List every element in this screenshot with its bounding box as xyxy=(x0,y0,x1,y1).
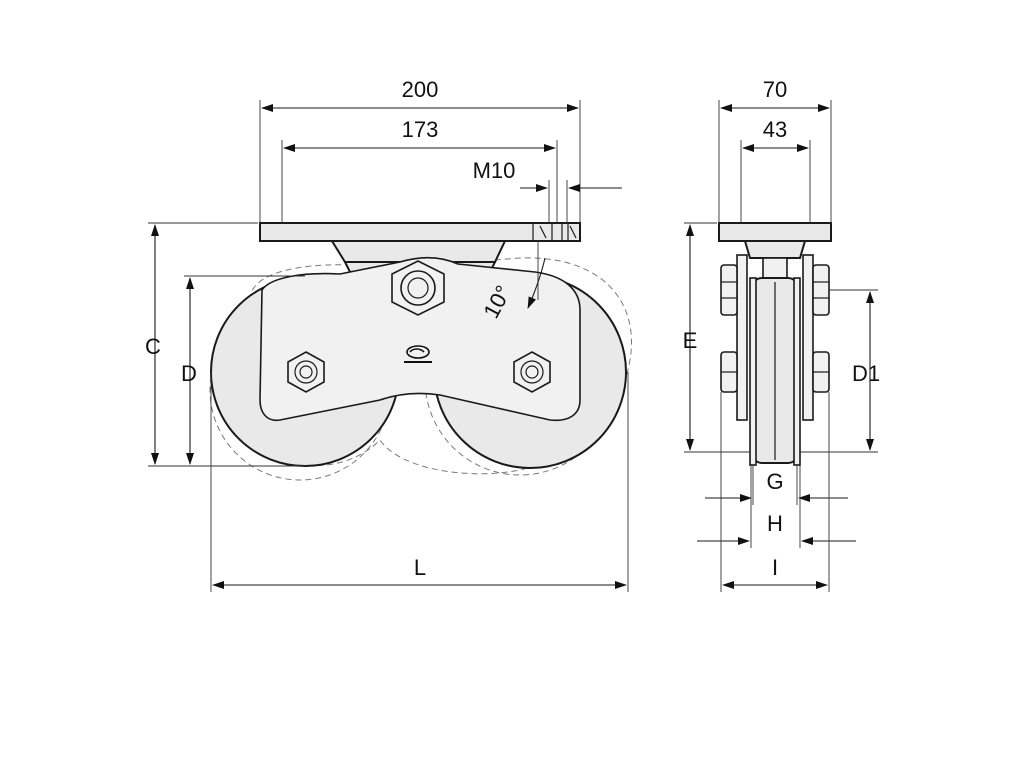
dim-label-173: 173 xyxy=(402,117,439,142)
bracket-plate xyxy=(259,256,581,422)
dim-height-c: C xyxy=(145,222,305,467)
dim-label-d1: D1 xyxy=(852,361,880,386)
side-wheel-flange-left xyxy=(749,277,757,466)
side-upper-nut-left xyxy=(720,264,738,316)
dim-height-e: E xyxy=(683,222,750,453)
side-view: 70 43 E D1 G xyxy=(683,77,880,592)
dim-width-173: 173 xyxy=(281,117,558,223)
front-view: 10° 200 173 M10 C xyxy=(145,77,632,592)
dim-label-l: L xyxy=(414,555,426,580)
dim-label-i: I xyxy=(772,555,778,580)
dim-label-200: 200 xyxy=(402,77,439,102)
mounting-plate xyxy=(259,222,581,242)
dim-label-e: E xyxy=(683,328,698,353)
dim-width-i: I xyxy=(720,392,830,592)
side-fork-left xyxy=(736,254,748,421)
angle-arc xyxy=(527,257,546,309)
dim-height-d1: D1 xyxy=(800,289,880,453)
dim-label-g: G xyxy=(766,469,783,494)
side-fork-right xyxy=(802,254,814,421)
dim-height-d: D xyxy=(181,275,305,465)
dim-label-70: 70 xyxy=(763,77,787,102)
side-upper-nut-right xyxy=(812,264,830,316)
dim-label-h: H xyxy=(767,511,783,536)
dim-side-43: 43 xyxy=(740,117,811,223)
center-axle-nut xyxy=(391,260,445,316)
dim-width-200: 200 xyxy=(259,77,581,223)
dim-label-c: C xyxy=(145,334,161,359)
dim-thread-m10: M10 xyxy=(473,158,622,223)
side-kingpin-stem xyxy=(762,257,788,281)
dim-side-70: 70 xyxy=(718,77,832,223)
side-wheel-flange-right xyxy=(793,277,801,466)
side-mounting-plate xyxy=(718,222,832,242)
dim-label-43: 43 xyxy=(763,117,787,142)
bolt-hole-section xyxy=(532,223,577,241)
left-axle-nut xyxy=(287,351,325,393)
dim-label-d: D xyxy=(181,361,197,386)
right-axle-nut xyxy=(513,351,551,393)
dim-width-g: G xyxy=(705,465,848,505)
dim-length-l: L xyxy=(210,372,629,592)
dim-label-m10: M10 xyxy=(473,158,516,183)
brand-logo-mark xyxy=(404,345,432,363)
dim-width-h: H xyxy=(697,465,856,548)
side-kingpin xyxy=(743,240,807,259)
